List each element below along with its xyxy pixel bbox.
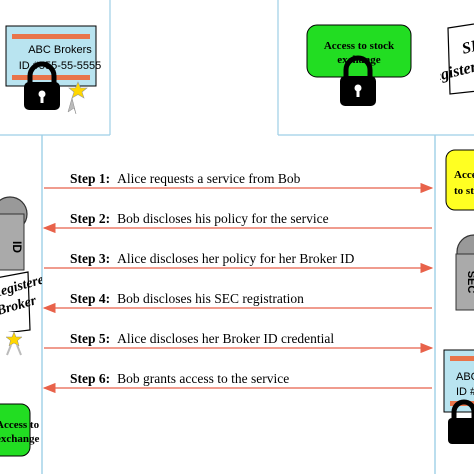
broker-card-lock-icon — [24, 61, 60, 110]
step-3-label: Step 3: Alice discloses her policy for he… — [70, 251, 355, 266]
step-4: Step 4: Bob discloses his SEC registratio… — [42, 291, 432, 314]
step-1-text: Alice requests a service from Bob — [117, 171, 301, 186]
left-registered-seal: RegisteredBroker — [0, 270, 42, 332]
step-6-label: Step 6: Bob grants access to the service — [70, 371, 289, 386]
step-3: Step 3: Alice discloses her policy for he… — [44, 251, 434, 274]
left-badge-text: ID — [10, 241, 24, 253]
step-1: Step 1: Alice requests a service from Bob — [44, 171, 434, 194]
step-4-number: Step 4: — [70, 291, 110, 306]
step-2-text: Bob discloses his policy for the service — [117, 211, 328, 226]
broker-card-name: ABC Brokers — [28, 44, 92, 56]
step-6: Step 6: Bob grants access to the service — [42, 371, 432, 394]
left-id-badge: ID — [0, 196, 28, 271]
step-4-text: Bob discloses his SEC registration — [117, 291, 304, 306]
step-1-label: Step 1: Alice requests a service from Bob — [70, 171, 301, 186]
step-5-number: Step 5: — [70, 331, 110, 346]
step-2-label: Step 2: Bob discloses his policy for the … — [70, 211, 329, 226]
right-sec-badge: SEC — [455, 234, 474, 311]
step-2-number: Step 2: — [70, 211, 110, 226]
broker-card-seal-icon — [67, 81, 88, 115]
step-1-number: Step 1: — [70, 171, 110, 186]
step-2: Step 2: Bob discloses his policy for the … — [42, 211, 432, 234]
sec-registered-seal: SECRegistered Broker — [440, 23, 474, 95]
step-6-number: Step 6: — [70, 371, 110, 386]
step-4-label: Step 4: Bob discloses his SEC registratio… — [70, 291, 304, 306]
left-seal-star-icon — [5, 331, 23, 356]
steps: Step 1: Alice requests a service from Bob… — [42, 171, 434, 394]
step-3-number: Step 3: — [70, 251, 110, 266]
step-3-text: Alice discloses her policy for her Broke… — [117, 251, 355, 266]
right-badge-text: SEC — [465, 271, 474, 294]
stock-card-lock-icon — [340, 55, 376, 106]
step-5-text: Alice discloses her Broker ID credential — [117, 331, 334, 346]
step-5-label: Step 5: Alice discloses her Broker ID cre… — [70, 331, 334, 346]
step-5: Step 5: Alice discloses her Broker ID cre… — [44, 331, 434, 354]
step-6-text: Bob grants access to the service — [117, 371, 289, 386]
